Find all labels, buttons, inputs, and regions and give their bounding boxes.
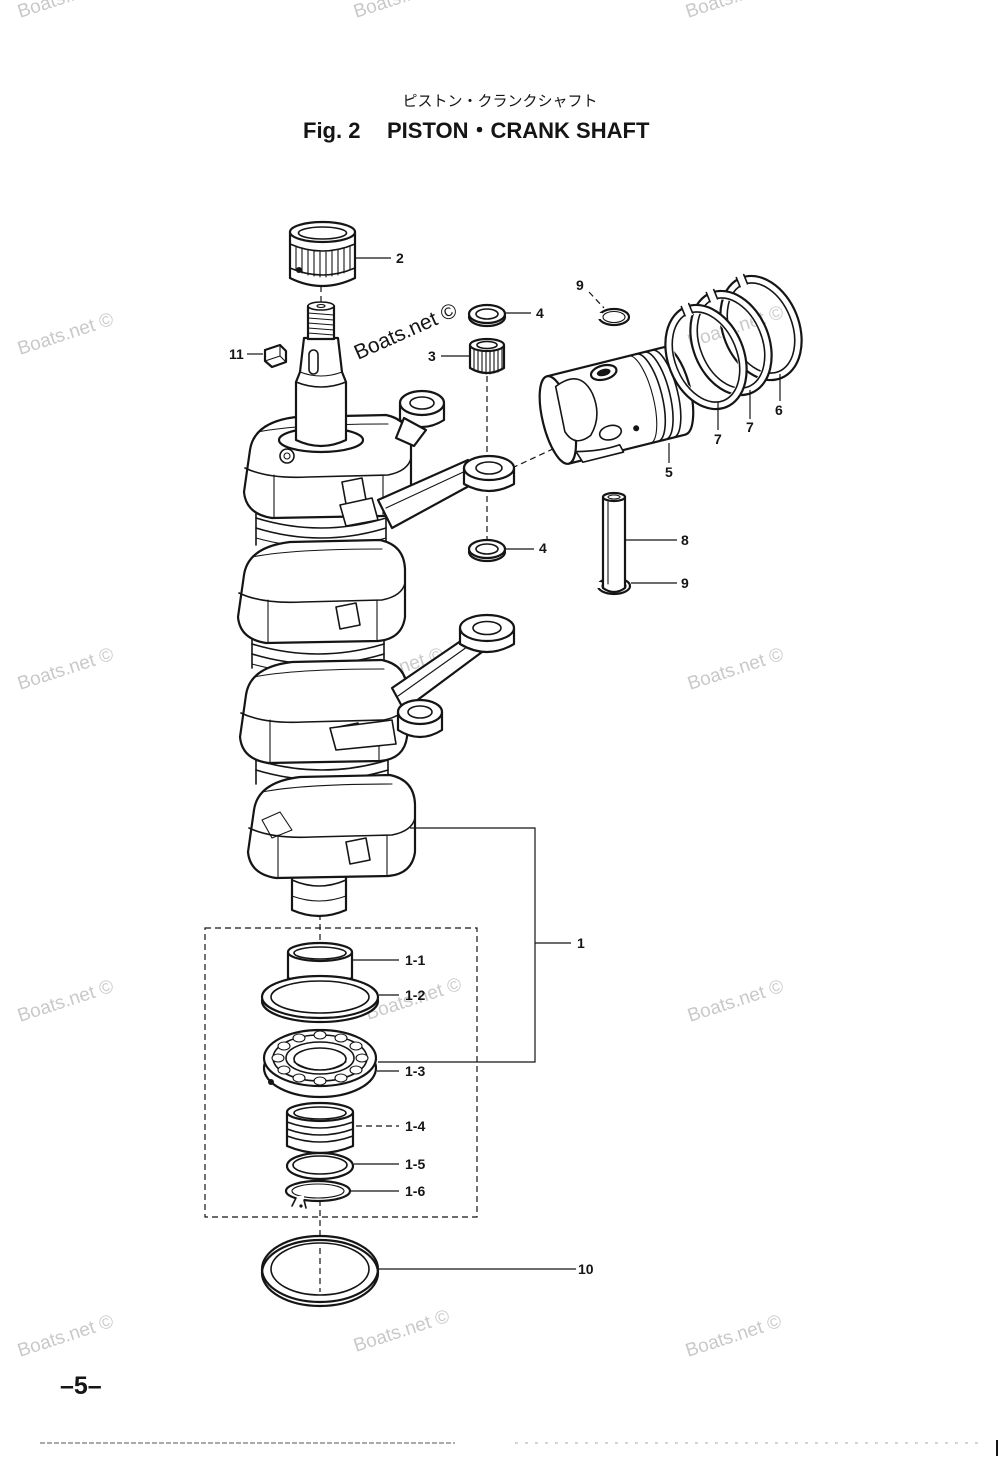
callout-label: 10: [578, 1261, 594, 1277]
clip-part-1-6: [284, 1179, 352, 1209]
callout-label: 1: [577, 935, 585, 951]
figure-title: PISTON・CRANK SHAFT: [387, 118, 650, 143]
washer-part-4-lower: [467, 538, 507, 563]
crank-web: [236, 538, 407, 645]
callout-label: 5: [665, 464, 673, 480]
piston-ring-part-7: [689, 288, 773, 397]
woodruff-key-part-11: [263, 343, 288, 369]
japanese-title: ピストン・クランクシャフト: [402, 92, 597, 110]
ball-bearing-part-1-3: [262, 1028, 378, 1099]
watermark: Boats.net ©: [15, 976, 116, 1027]
piston-part-5: [538, 346, 695, 465]
bearing-balls: [271, 1030, 369, 1086]
figure-number: Fig. 2: [303, 118, 360, 143]
callout-label: 9: [576, 277, 584, 293]
watermark: Boats.net ©: [15, 1311, 116, 1362]
watermark: Boats.net ©: [683, 0, 784, 23]
callout-label: 4: [536, 305, 544, 321]
ring-part-1-5: [285, 1151, 355, 1181]
watermark: Boats.net ©: [683, 1311, 784, 1362]
callout-label: 9: [681, 575, 689, 591]
watermark: Boats.net ©: [351, 299, 461, 365]
watermark: Boats.net ©: [351, 1306, 452, 1357]
callout-label: 1-1: [405, 952, 425, 968]
callout-label: 8: [681, 532, 689, 548]
watermark: Boats.net ©: [15, 309, 116, 360]
thrust-washer-part-1-2: [260, 974, 380, 1024]
watermark: Boats.net ©: [685, 644, 786, 695]
crank-web: [246, 773, 417, 880]
crankshaft-assembly: [236, 301, 516, 918]
sub-assembly-box: [204, 927, 478, 1218]
callout-label: 2: [396, 250, 404, 266]
crank-web: [238, 658, 409, 765]
callout-label: 3: [428, 348, 436, 364]
connecting-rod: [390, 613, 516, 712]
pin-clip-part-9-upper: [596, 307, 631, 327]
crankshaft-lower-shaft: [290, 866, 348, 918]
connecting-rod: [339, 454, 516, 530]
seal-ring-part-10: [260, 1234, 380, 1308]
callout-label: 6: [775, 402, 783, 418]
watermark: Boats.net ©: [685, 976, 786, 1027]
watermark: Boats.net ©: [15, 644, 116, 695]
callout-label: 11: [229, 346, 244, 362]
scan-edge-line: [40, 1440, 998, 1456]
page-number: –5–: [60, 1372, 102, 1400]
callout-label: 1-3: [405, 1063, 425, 1079]
callout-label: 7: [746, 419, 754, 435]
piston-pin-part-8: [601, 491, 627, 594]
leader-lines: [247, 257, 781, 1270]
threaded-sleeve-part-1-4: [285, 1101, 355, 1155]
callout-labels: 2 4 3 11 9 6 7 7 5 4 8 9 1 1-1 1-2 1-3 1…: [229, 250, 783, 1277]
callout-label: 1-2: [405, 987, 425, 1003]
callout-label: 1-6: [405, 1183, 425, 1199]
watermark: Boats.net ©: [351, 0, 452, 23]
connecting-rod: [329, 698, 444, 751]
callout-label: 4: [539, 540, 547, 556]
crankshaft-upper-shaft: [277, 301, 365, 454]
callout-label: 7: [714, 431, 722, 447]
connecting-rod: [394, 389, 446, 448]
assembly-center-lines: [319, 286, 599, 1292]
needle-bearing-part-3: [468, 337, 506, 375]
watermark: Boats.net ©: [15, 0, 116, 23]
washer-part-4-upper: [467, 303, 507, 328]
callout-label: 1-4: [405, 1118, 425, 1134]
needle-bearing-part-2: [288, 220, 357, 288]
callout-label: 1-5: [405, 1156, 425, 1172]
